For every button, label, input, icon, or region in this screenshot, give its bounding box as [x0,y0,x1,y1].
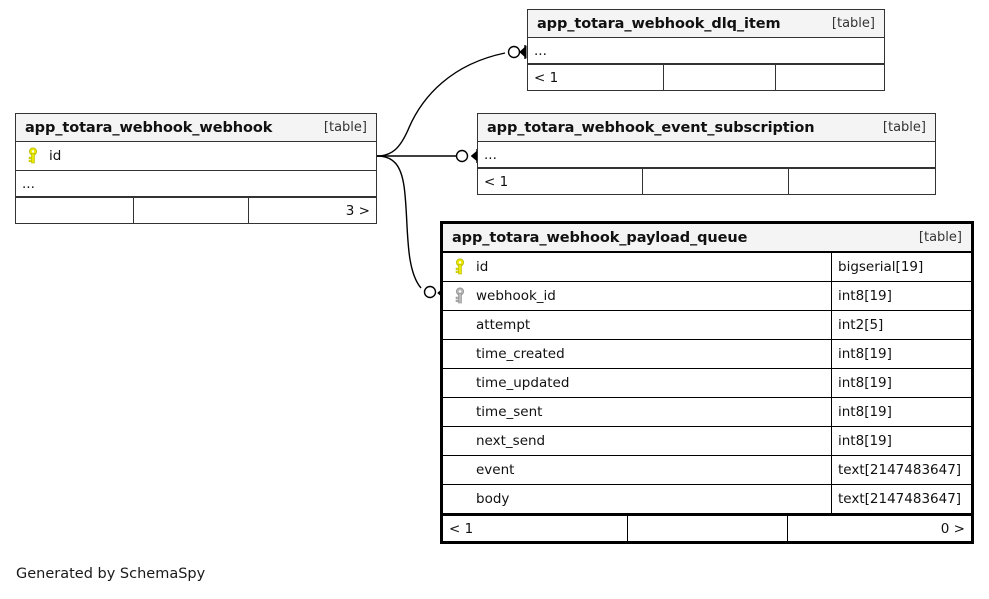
footer-child-count [789,169,935,194]
column-label: id [476,259,489,275]
table-row[interactable]: event text[2147483647] [443,456,971,485]
column-type-cell: text[2147483647] [831,456,971,484]
column-label: time_updated [476,375,570,391]
column-type-cell: int8[19] [831,398,971,426]
primary-key-icon [24,147,42,165]
table-row[interactable]: id [16,142,376,171]
column-name-cell: id [443,253,831,281]
table-header: app_totara_webhook_dlq_item [table] [528,10,884,38]
footer-middle [664,65,776,90]
column-name-cell: time_sent [443,398,831,426]
column-type-cell: int8[19] [831,427,971,455]
ellipsis-label: ... [534,42,547,59]
column-label: next_send [476,433,546,449]
column-type-cell: int2[5] [831,311,971,339]
table-title: app_totara_webhook_dlq_item [537,15,781,32]
abbreviated-columns-row: ... [16,171,376,197]
ellipsis-label: ... [22,175,35,192]
column-label: body [476,491,510,507]
table-row[interactable]: id bigserial[19] [443,253,971,282]
no-key-spacer [451,345,469,363]
footer-middle [643,169,789,194]
column-type-cell: int8[19] [831,282,971,310]
column-name-cell: webhook_id [443,282,831,310]
table-app-totara-webhook-event-subscription[interactable]: app_totara_webhook_event_subscription [t… [477,113,936,195]
footer-child-count: 0 > [940,520,965,537]
generated-by-caption: Generated by SchemaSpy [16,566,206,582]
footer-parent-count [16,198,134,223]
footer-parent-count: < 1 [528,65,664,90]
table-app-totara-webhook-payload-queue[interactable]: app_totara_webhook_payload_queue [table]… [440,221,974,544]
no-key-spacer [451,403,469,421]
table-footer: < 1 [528,64,884,90]
no-key-spacer [451,316,469,334]
column-name-cell: body [443,485,831,513]
table-row[interactable]: next_send int8[19] [443,427,971,456]
table-row[interactable]: time_created int8[19] [443,340,971,369]
table-title: app_totara_webhook_payload_queue [452,229,748,246]
column-name-cell: id [16,142,376,170]
column-label: webhook_id [476,288,556,304]
ellipsis-label: ... [484,146,497,163]
table-row[interactable]: attempt int2[5] [443,311,971,340]
abbreviated-columns-row: ... [478,142,935,168]
table-row[interactable]: body text[2147483647] [443,485,971,514]
table-row[interactable]: webhook_id int8[19] [443,282,971,311]
no-key-spacer [451,374,469,392]
table-footer: < 1 [478,168,935,194]
foreign-key-icon [451,287,469,305]
table-footer: 3 > [16,197,376,223]
table-header: app_totara_webhook_webhook [table] [16,114,376,142]
table-header: app_totara_webhook_payload_queue [table] [443,224,971,253]
no-key-spacer [451,461,469,479]
column-label: event [476,462,515,478]
column-label: id [49,148,62,164]
column-type-cell: int8[19] [831,340,971,368]
table-header: app_totara_webhook_event_subscription [t… [478,114,935,142]
column-type-cell: bigserial[19] [831,253,971,281]
primary-key-icon [451,258,469,276]
footer-parent-count: < 1 [478,169,643,194]
column-label: time_created [476,346,565,362]
footer-child-count: 3 > [345,202,370,219]
footer-middle [628,516,788,541]
column-name-cell: attempt [443,311,831,339]
footer-middle [134,198,249,223]
column-name-cell: time_updated [443,369,831,397]
table-title: app_totara_webhook_webhook [25,119,273,136]
abbreviated-columns-row: ... [528,38,884,64]
column-type-cell: text[2147483647] [831,485,971,513]
table-app-totara-webhook-dlq-item[interactable]: app_totara_webhook_dlq_item [table] ... … [527,9,885,91]
no-key-spacer [451,490,469,508]
table-row[interactable]: time_updated int8[19] [443,369,971,398]
column-name-cell: event [443,456,831,484]
table-row[interactable]: time_sent int8[19] [443,398,971,427]
edge-webhook-to-payload-queue [376,155,446,302]
table-kind-label: [table] [831,16,875,31]
no-key-spacer [451,432,469,450]
column-type-cell: int8[19] [831,369,971,397]
table-kind-label: [table] [323,120,367,135]
table-kind-label: [table] [918,230,962,245]
table-app-totara-webhook-webhook[interactable]: app_totara_webhook_webhook [table] id ..… [15,113,377,224]
column-name-cell: next_send [443,427,831,455]
table-kind-label: [table] [882,120,926,135]
table-footer: < 1 0 > [443,514,971,541]
column-label: time_sent [476,404,543,420]
footer-parent-count: < 1 [443,516,628,541]
column-label: attempt [476,317,531,333]
edge-webhook-to-event-subscription [377,149,479,163]
column-name-cell: time_created [443,340,831,368]
table-title: app_totara_webhook_event_subscription [487,119,815,136]
footer-child-count [776,65,884,90]
